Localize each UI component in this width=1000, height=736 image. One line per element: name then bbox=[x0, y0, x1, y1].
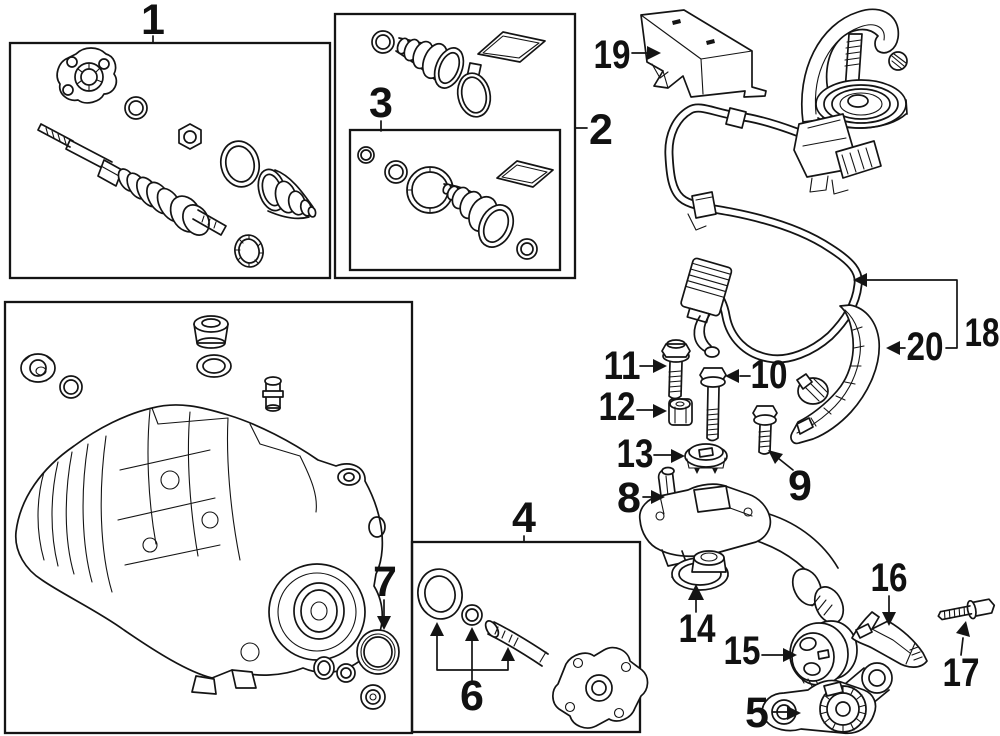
nut-12 bbox=[668, 398, 693, 426]
callout-6: 6 bbox=[430, 622, 515, 720]
stopper-13 bbox=[684, 443, 728, 474]
callout-17-label: 17 bbox=[943, 651, 980, 695]
callout-11: 11 bbox=[604, 344, 667, 388]
tube-connector bbox=[680, 257, 733, 324]
bolt-17 bbox=[937, 598, 996, 621]
callout-20-label: 20 bbox=[907, 325, 944, 369]
callout-4-label: 4 bbox=[512, 494, 536, 542]
callout-1: 1 bbox=[141, 0, 165, 44]
tube-garnish-bracket bbox=[790, 304, 881, 445]
inner-joint-flange bbox=[56, 47, 118, 104]
callout-16: 16 bbox=[871, 556, 908, 626]
snap-ring-large bbox=[219, 140, 261, 188]
cv-boot-outer bbox=[395, 37, 465, 89]
callout-17: 17 bbox=[943, 621, 980, 695]
axle-nut bbox=[178, 123, 202, 150]
drain-plug bbox=[360, 684, 386, 710]
callout-13: 13 bbox=[617, 432, 685, 476]
bolt-11 bbox=[661, 339, 691, 400]
grease-pack bbox=[477, 31, 546, 63]
seal-ring bbox=[336, 663, 356, 683]
callout-7: 7 bbox=[373, 558, 397, 630]
callout-1-label: 1 bbox=[141, 0, 165, 44]
callout-11-label: 11 bbox=[604, 344, 641, 388]
callout-19: 19 bbox=[594, 33, 661, 77]
bolt-9 bbox=[752, 405, 778, 455]
box-inner-boot-kit bbox=[348, 128, 562, 272]
plug-gasket bbox=[196, 354, 232, 378]
actuator-bolt bbox=[888, 51, 908, 71]
callout-8-label: 8 bbox=[617, 474, 641, 522]
box-differential-carrier bbox=[3, 300, 414, 735]
callout-19-label: 19 bbox=[594, 33, 631, 77]
callout-20: 20 bbox=[886, 325, 944, 369]
callout-16-label: 16 bbox=[871, 556, 908, 600]
callout-5-label: 5 bbox=[745, 689, 769, 736]
callout-6-label: 6 bbox=[460, 672, 484, 720]
bolt-10 bbox=[699, 367, 727, 442]
tube-clamp bbox=[725, 107, 747, 129]
cv-boot-inner bbox=[442, 183, 515, 248]
callout-14-label: 14 bbox=[679, 607, 717, 651]
callout-12: 12 bbox=[599, 385, 667, 429]
callout-2-label: 2 bbox=[589, 106, 613, 154]
filler-plug bbox=[193, 315, 229, 349]
breather-plug bbox=[262, 376, 284, 412]
callout-3-label: 3 bbox=[369, 79, 393, 127]
callout-5: 5 bbox=[745, 689, 801, 736]
dynamic-damper-14 bbox=[671, 550, 729, 591]
hex-nut bbox=[20, 353, 56, 383]
intermediate-shaft bbox=[484, 620, 649, 729]
bracket-arm-bushing bbox=[791, 568, 845, 624]
box-outer-boot-kit bbox=[333, 12, 577, 280]
callouts: 1 2 3 4 5 6 7 8 bbox=[141, 0, 999, 736]
grease-pack-2 bbox=[496, 160, 554, 188]
callout-10-label: 10 bbox=[751, 353, 788, 397]
callout-4: 4 bbox=[512, 494, 536, 543]
heat-cover-bracket bbox=[640, 9, 767, 98]
callout-18: 18 bbox=[853, 273, 1000, 355]
mount-bracket-8 bbox=[638, 466, 845, 624]
callout-15-label: 15 bbox=[724, 629, 761, 673]
stay-bracket-16 bbox=[851, 611, 928, 668]
torque-rod-bracket-5 bbox=[761, 662, 893, 735]
insulator-mount-15 bbox=[789, 620, 858, 688]
callout-7-label: 7 bbox=[373, 558, 397, 606]
callout-10: 10 bbox=[725, 353, 788, 397]
tube-bracket bbox=[687, 191, 717, 231]
callout-12-label: 12 bbox=[599, 385, 636, 429]
box-intermediate-shaft bbox=[410, 540, 649, 734]
callout-14: 14 bbox=[679, 584, 717, 651]
callout-9: 9 bbox=[768, 450, 812, 510]
callout-9-label: 9 bbox=[788, 462, 812, 510]
axle-shaft bbox=[37, 123, 227, 236]
side-oil-seal bbox=[356, 629, 400, 675]
coupling-actuator-assembly bbox=[793, 8, 908, 195]
retainer-ring bbox=[234, 234, 264, 268]
callout-15: 15 bbox=[724, 629, 797, 673]
callout-8: 8 bbox=[617, 474, 665, 522]
callout-13-label: 13 bbox=[617, 432, 654, 476]
differential-housing bbox=[15, 404, 386, 695]
breather-tube-harness bbox=[664, 103, 863, 364]
boot-band-large bbox=[406, 166, 454, 214]
shaft-seal bbox=[417, 568, 463, 620]
dust-boot-small bbox=[257, 168, 317, 220]
box-axle-shaft-kit bbox=[8, 41, 332, 280]
callout-18-label: 18 bbox=[965, 311, 1000, 355]
callout-2: 2 bbox=[575, 106, 613, 154]
shaft-ring bbox=[461, 604, 483, 626]
callout-3: 3 bbox=[369, 79, 393, 132]
boot-band bbox=[456, 62, 492, 118]
